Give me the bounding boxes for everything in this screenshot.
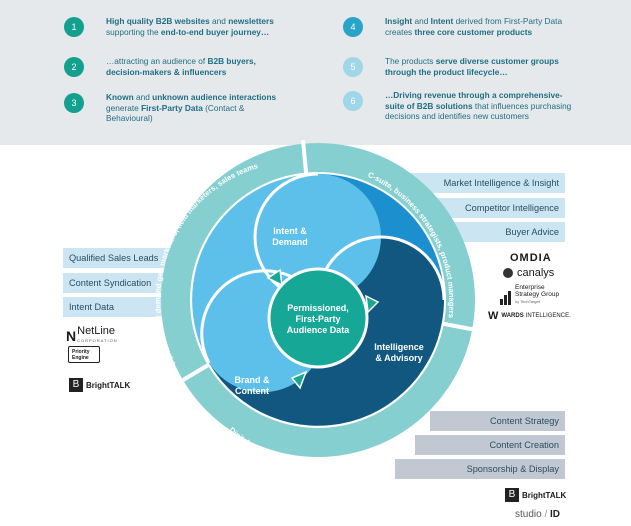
wards-mark-icon: W: [488, 310, 499, 322]
wards-wordmark: INTELLIGENCE.: [525, 313, 571, 319]
cycle-arrow-icon: [365, 294, 380, 314]
summary-panel: [0, 0, 631, 145]
center-label: First-Party: [295, 314, 340, 324]
step-number-badge: 1: [64, 17, 84, 37]
brighttalk-mark-icon: B: [505, 488, 519, 502]
step-text: …Driving revenue through a comprehensive…: [385, 90, 572, 121]
step-number-badge: 4: [343, 17, 363, 37]
offering-bar-content-syndication: Content Syndication: [63, 273, 175, 293]
netline-logo: N NetLine CORPORATION: [66, 326, 118, 346]
id-wordmark: ID: [550, 509, 561, 520]
step-number-badge: 6: [343, 91, 363, 111]
priority-engine-wordmark: Engine: [72, 355, 89, 361]
brighttalk-wordmark: BrightTALK: [522, 490, 567, 500]
segment-label-brand: Content: [235, 386, 269, 396]
segment-label-intelligence: Intelligence: [374, 342, 424, 352]
canalys-wordmark: canalys: [517, 267, 555, 279]
center-data-hub: [267, 267, 369, 369]
netline-subtitle: CORPORATION: [77, 338, 118, 343]
segment-label-intent: Intent &: [273, 226, 307, 236]
step-text: Insight and Intent derived from First-Pa…: [385, 16, 563, 37]
studio-wordmark: studio: [515, 509, 542, 520]
esg-bars-icon: [500, 291, 511, 305]
studio-id-brand: studio / ID: [515, 509, 561, 520]
step-number-badge: 2: [64, 57, 84, 77]
step-text: The products serve diverse customer grou…: [385, 56, 559, 77]
omdia-logo: OMDIA: [510, 252, 552, 264]
offering-bar-content-creation: Content Creation: [415, 435, 565, 455]
cycle-arrow-icon: [290, 370, 308, 390]
priority-engine-logo: Priority Engine: [68, 346, 100, 363]
step-1: 1 High quality B2B websites and newslett…: [64, 16, 274, 37]
center-label: Audience Data: [287, 325, 351, 335]
wards-wordmark: WARDS: [501, 313, 524, 319]
step-3: 3 Known and unknown audience interaction…: [64, 92, 276, 124]
step-number-badge: 3: [64, 93, 84, 113]
brighttalk-logo-bottom: B BrightTALK: [505, 488, 566, 502]
esg-wordmark-line: Enterprise: [515, 284, 545, 291]
segment-label-brand: Brand &: [234, 375, 270, 385]
cycle-arrow-icon: [266, 268, 283, 287]
brighttalk-mark-icon: B: [69, 378, 83, 392]
esg-logo: Enterprise Strategy Group by TechTarget: [500, 284, 559, 305]
brighttalk-logo: B BrightTALK: [69, 378, 130, 392]
priority-engine-wordmark: Priority: [72, 349, 90, 355]
step-4: 4 Insight and Intent derived from First-…: [343, 16, 562, 37]
netline-wordmark: NetLine: [77, 325, 116, 337]
esg-wordmark-line: Strategy Group: [515, 291, 560, 298]
offering-bar-intent-data: Intent Data: [63, 297, 165, 317]
netline-mark-icon: N: [66, 328, 77, 344]
esg-wordmark-line: by TechTarget: [515, 299, 540, 304]
step-number-badge: 5: [343, 57, 363, 77]
offering-bar-sponsorship-display: Sponsorship & Display: [395, 459, 565, 479]
wards-logo: W WARDS INTELLIGENCE.: [488, 310, 571, 322]
step-6: 6 …Driving revenue through a comprehensi…: [343, 90, 571, 122]
brighttalk-wordmark: BrightTALK: [86, 380, 131, 390]
step-text: …attracting an audience of B2B buyers,de…: [106, 56, 256, 77]
offering-bar-qualified-sales-leads: Qualified Sales Leads: [63, 248, 190, 268]
center-label: Permissioned,: [287, 303, 349, 313]
segment-label-intelligence: & Advisory: [375, 353, 422, 363]
canalys-mark-icon: [503, 268, 513, 278]
step-text: High quality B2B websites and newsletter…: [106, 16, 274, 37]
step-5: 5 The products serve diverse customer gr…: [343, 56, 559, 77]
segment-label-intent: Demand: [272, 237, 308, 247]
canalys-logo: canalys: [503, 267, 554, 279]
step-2: 2 …attracting an audience of B2B buyers,…: [64, 56, 256, 77]
offering-bar-content-strategy: Content Strategy: [430, 411, 565, 431]
